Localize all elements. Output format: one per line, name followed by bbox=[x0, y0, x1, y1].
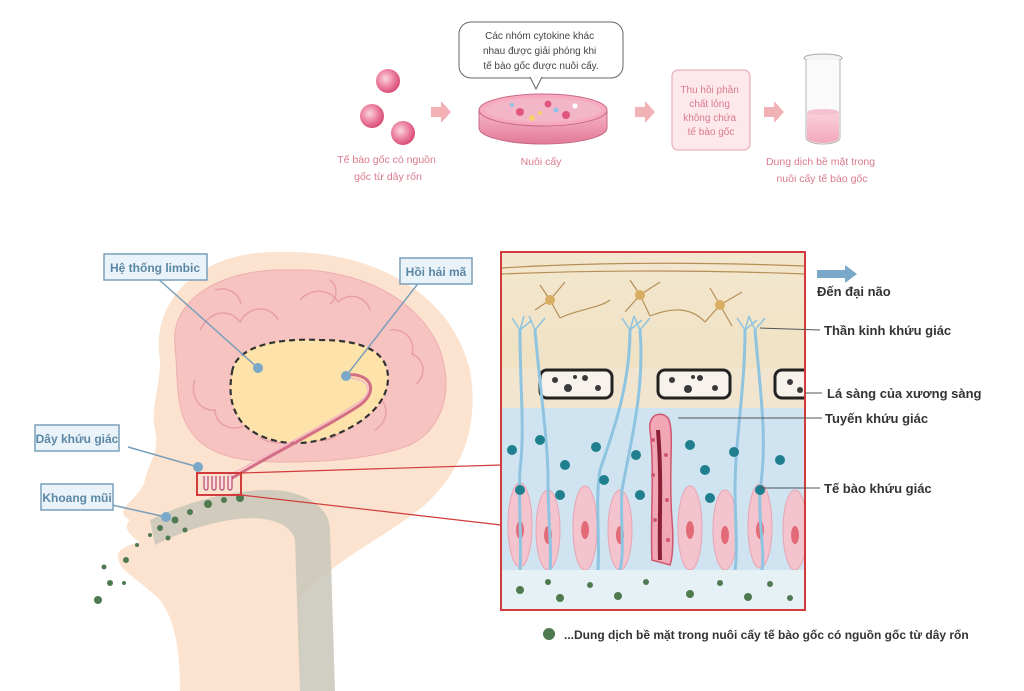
label-olfactory-nerve: Dây khứu giác bbox=[34, 424, 120, 452]
legend-dot-icon bbox=[543, 628, 555, 640]
arrow-right-icon bbox=[635, 101, 655, 123]
olfactory-detail-panel bbox=[501, 252, 805, 610]
svg-text:Dây khứu giác: Dây khứu giác bbox=[36, 432, 119, 446]
label-hippocampus: Hồi hải mã bbox=[399, 257, 473, 285]
collect-liquid-box: Thu hồi phần chất lỏng không chứa tế bào… bbox=[671, 69, 751, 151]
nasal-cavity bbox=[150, 489, 335, 691]
stem-cell bbox=[391, 121, 415, 145]
step4-label: Dung dịch bề mặt trong nuôi cấy tế bào g… bbox=[766, 156, 878, 185]
detail-panel-border bbox=[500, 251, 806, 611]
petri-dish bbox=[478, 93, 608, 145]
svg-text:Hồi hải mã: Hồi hải mã bbox=[406, 265, 467, 279]
cribriform-bone bbox=[538, 368, 805, 400]
cytokine-bubble: Các nhóm cytokine khác nhau được giải ph… bbox=[458, 21, 624, 91]
droplets-near-nose bbox=[94, 533, 152, 604]
arrow-right-icon bbox=[431, 101, 451, 123]
zoom-box bbox=[196, 472, 242, 496]
stem-cells-group bbox=[360, 69, 415, 145]
label-cribriform-plate: Lá sàng của xương sàng bbox=[827, 386, 982, 401]
arrow-right-icon bbox=[764, 101, 784, 123]
legend-text: ...Dung dịch bề mặt trong nuôi cấy tế bà… bbox=[564, 628, 969, 642]
limbic-region bbox=[229, 338, 390, 445]
label-nasal-cavity: Khoang mũi bbox=[40, 483, 114, 511]
stem-cell bbox=[360, 104, 384, 128]
stem-cell bbox=[376, 69, 400, 93]
label-to-brain: Đến đại não bbox=[817, 284, 891, 299]
label-olfactory-cell: Tế bào khứu giác bbox=[824, 481, 932, 496]
arrow-right-icon bbox=[817, 265, 857, 283]
svg-text:Các nhóm cytokine khác n: Các nhóm cytokine khác nhau được giải ph… bbox=[483, 31, 599, 72]
svg-text:Khoang mũi: Khoang mũi bbox=[42, 491, 111, 505]
test-tube bbox=[803, 53, 843, 145]
step2-label: Nuôi cấy bbox=[521, 156, 563, 168]
svg-text:Hệ thống limbic: Hệ thống limbic bbox=[110, 261, 200, 275]
label-limbic-system: Hệ thống limbic bbox=[103, 253, 208, 281]
svg-text:Thu hồi phần chất lỏng: Thu hồi phần chất lỏng không chứa tế bào… bbox=[680, 84, 741, 138]
olfactory-fingers bbox=[203, 476, 233, 491]
label-olfactory-gland: Tuyến khứu giác bbox=[825, 411, 928, 426]
label-olfactory-nerve-detail: Thần kinh khứu giác bbox=[824, 323, 951, 338]
step1-label: Tế bào gốc có nguồn gốc từ dây rốn bbox=[337, 154, 439, 183]
